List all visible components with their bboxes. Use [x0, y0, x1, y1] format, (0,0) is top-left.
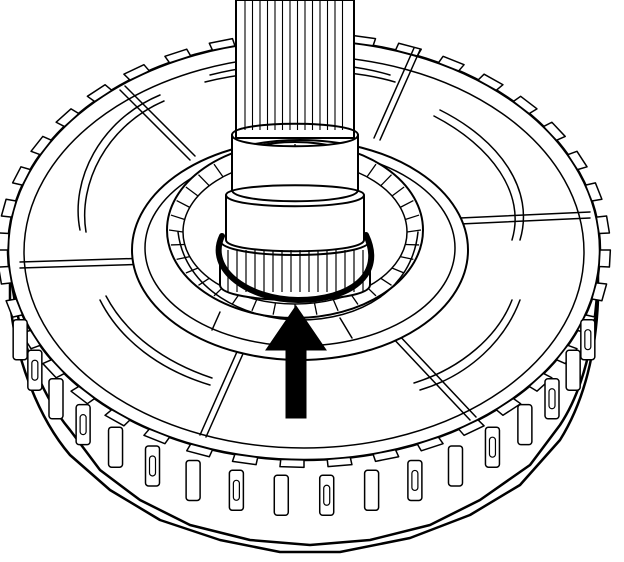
spline-tooth	[30, 135, 53, 156]
shaft-lower-spline	[219, 239, 371, 301]
spline-tooth	[542, 121, 566, 142]
bore-spline-line	[405, 214, 420, 221]
wall-slot	[31, 359, 39, 381]
wall-tab	[107, 426, 124, 468]
wall-tab	[144, 445, 161, 487]
bore-spline-line	[213, 163, 224, 178]
spline-tooth	[512, 95, 538, 115]
spline-tooth	[70, 385, 96, 405]
bore-spline-line	[332, 299, 339, 312]
spline-tooth	[186, 443, 214, 458]
bore-spline-line	[198, 277, 210, 286]
bore-spline-line	[176, 255, 190, 261]
spline-tooth	[5, 298, 24, 318]
bore-spline-line	[185, 186, 199, 197]
spline-tooth	[394, 42, 422, 57]
wall-slot	[584, 329, 592, 351]
spline-tooth	[231, 453, 259, 466]
wall-tab	[48, 377, 64, 420]
spline-tooth	[55, 108, 80, 128]
bore-spline-line	[176, 200, 191, 208]
lower-splines	[227, 250, 364, 292]
spline-tooth	[528, 372, 553, 392]
shaft-splines	[244, 0, 344, 130]
spline-tooth	[584, 182, 603, 202]
wall-tab	[565, 349, 581, 391]
arrow-up-icon	[265, 305, 327, 419]
wall-slot	[488, 436, 497, 458]
spline-tooth	[208, 37, 236, 52]
bore-spline-line	[391, 267, 405, 274]
snap-ring-icon	[215, 232, 375, 303]
bore-spline-line	[391, 186, 405, 197]
spline-tooth	[372, 448, 400, 463]
wall-slot	[79, 414, 87, 436]
spline-tooth	[104, 408, 131, 427]
wall-slot	[232, 479, 240, 501]
wall-tab	[318, 474, 335, 517]
input-shaft	[225, 0, 365, 253]
spline-tooth	[598, 249, 612, 268]
bore-spline-line	[313, 302, 318, 315]
bore-spline-line	[170, 214, 185, 221]
wall-tab	[363, 469, 380, 512]
wall-slot	[148, 455, 157, 477]
bore-spline-line	[380, 277, 392, 286]
bore-spline-line	[380, 174, 392, 187]
spline-tooth	[437, 55, 465, 72]
wall-tab	[544, 377, 560, 420]
wall-tab	[484, 426, 501, 468]
spline-tooth	[143, 428, 171, 445]
spline-tooth	[416, 436, 444, 452]
spline-tooth	[595, 215, 611, 235]
spline-tooth	[11, 166, 32, 186]
wall-slot	[548, 388, 556, 410]
spline-tooth	[566, 150, 588, 171]
wall-tab	[185, 459, 201, 502]
spline-tooth	[164, 48, 192, 64]
wall-tab	[228, 469, 245, 512]
bore-spline-line	[272, 302, 277, 315]
spline-tooth	[0, 232, 10, 251]
spline-tooth	[457, 419, 485, 437]
wall-slot	[411, 469, 419, 492]
wall-tabs	[12, 318, 596, 517]
bore-spline-line	[251, 299, 258, 312]
bore-spline-line	[399, 200, 414, 208]
bore-spline-line	[406, 229, 422, 233]
spline-tooth	[279, 458, 305, 469]
wall-tab	[407, 459, 423, 502]
spline-tooth	[495, 397, 522, 417]
wall-tab	[273, 474, 290, 517]
bore-spline-line	[198, 174, 210, 187]
spline-tooth	[123, 63, 151, 81]
spline-tooth	[477, 73, 504, 92]
bore-spline-line	[168, 229, 184, 233]
wall-tab	[580, 318, 596, 361]
wall-tab	[12, 318, 28, 361]
spline-tooth	[86, 83, 113, 103]
wall-tab	[517, 403, 533, 446]
wall-tab	[27, 349, 43, 391]
wall-slot	[323, 484, 331, 506]
wall-tab	[75, 403, 91, 446]
spline-tooth	[0, 198, 17, 218]
spline-tooth	[0, 265, 13, 285]
spline-tooth	[326, 456, 353, 468]
spline-tooth	[591, 282, 608, 302]
spline-tooth	[42, 358, 66, 379]
bore-spline-line	[366, 163, 377, 178]
wall-tab	[447, 445, 464, 487]
